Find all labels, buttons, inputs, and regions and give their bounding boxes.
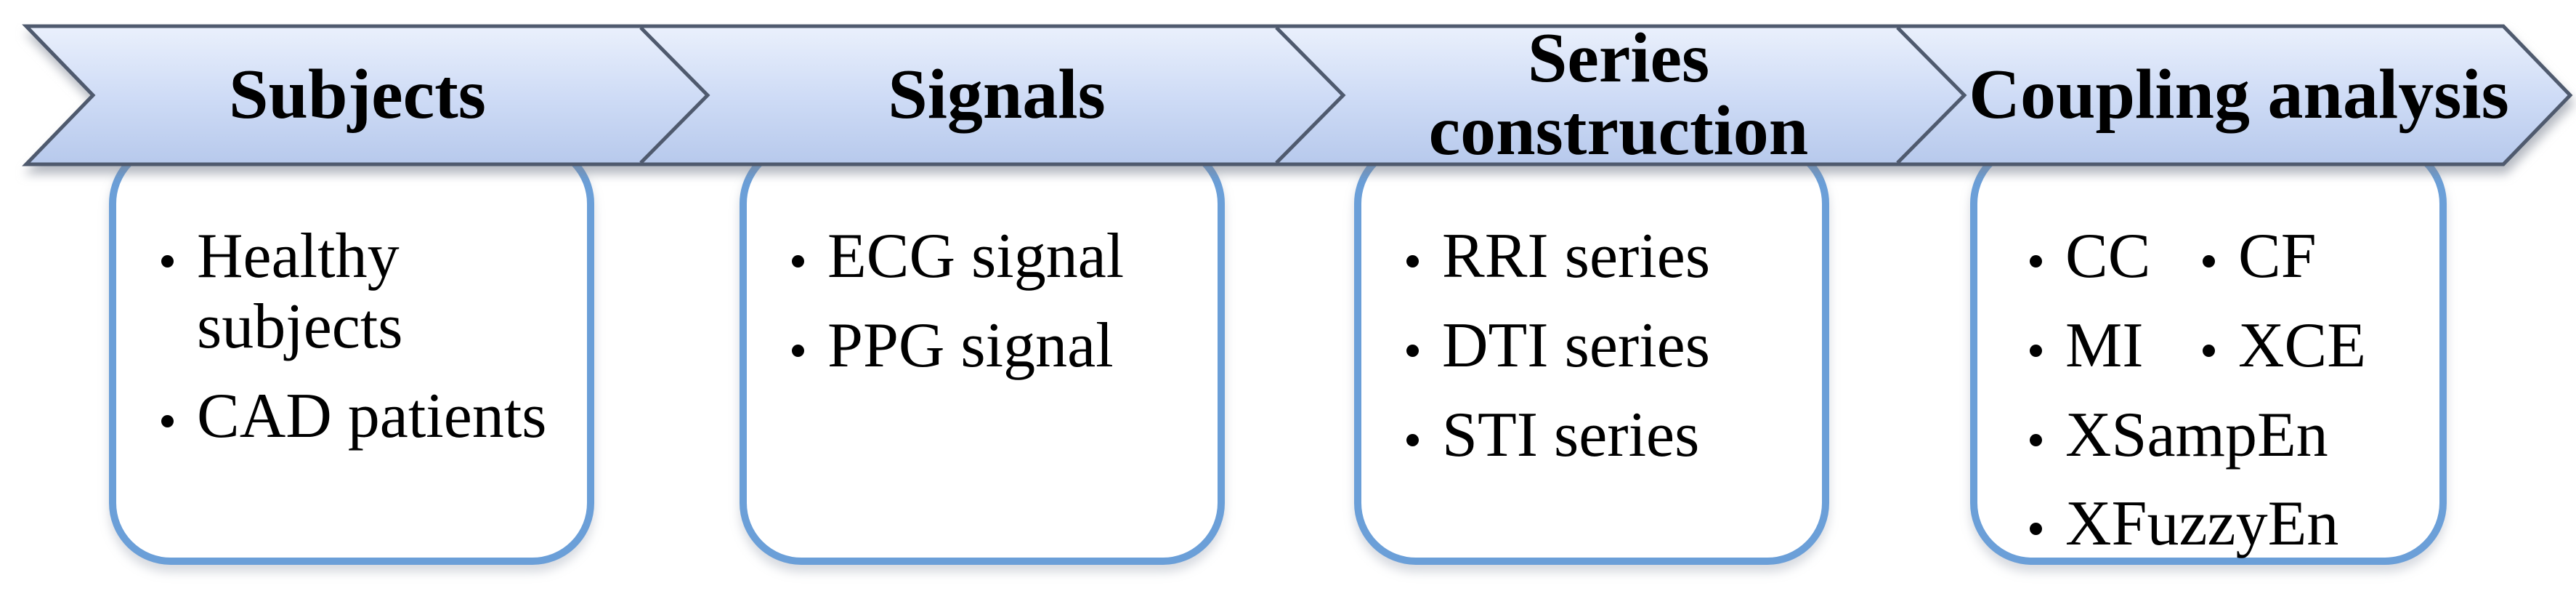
list-item-label: XFuzzyEn — [2065, 489, 2339, 560]
list-item-label: CC — [2065, 221, 2151, 292]
list-item-label: Healthy subjects — [197, 221, 403, 362]
bullet-dot-icon — [792, 344, 804, 357]
list-item: XSampEn — [2025, 399, 2422, 471]
list-item: Healthy subjects — [157, 221, 570, 363]
bullet-dot-icon — [2030, 433, 2042, 446]
bullet-dot-icon — [792, 255, 804, 268]
list-item-label: PPG signal — [827, 310, 1114, 381]
list-item: STI series — [1402, 399, 1805, 471]
bullet-list-series-construction: RRI series DTI series STI series — [1361, 149, 1822, 485]
list-item-label: CAD patients — [197, 380, 547, 451]
bullet-dot-icon — [1406, 344, 1419, 357]
stage-box-coupling-analysis: CC CF MI XCE XSampEn XFuzzyEn — [1970, 142, 2447, 565]
list-item: CC — [2025, 221, 2198, 292]
list-item: MI — [2025, 310, 2198, 382]
list-item: ECG signal — [787, 221, 1200, 292]
list-item-label: XSampEn — [2065, 399, 2328, 470]
list-item-label: CF — [2238, 221, 2317, 292]
list-item-label: RRI series — [1442, 221, 1711, 292]
list-item-label: MI — [2065, 310, 2144, 381]
list-item: RRI series — [1402, 221, 1805, 292]
stage-box-series-construction: RRI series DTI series STI series — [1354, 142, 1829, 565]
list-item-label: STI series — [1442, 399, 1700, 470]
list-item: CAD patients — [157, 380, 570, 452]
list-item-label: DTI series — [1442, 310, 1710, 381]
bullet-dot-icon — [1406, 433, 1419, 446]
bullet-dot-icon — [2030, 523, 2042, 536]
list-item: PPG signal — [787, 310, 1200, 382]
stage-label-series-construction: Series construction — [1428, 19, 1809, 170]
bullet-dot-icon — [2203, 344, 2215, 357]
bullet-dot-icon — [161, 255, 174, 268]
list-item: DTI series — [1402, 310, 1805, 382]
list-item: XFuzzyEn — [2025, 489, 2422, 560]
list-item: XCE — [2198, 310, 2422, 382]
stage-label-signals: Signals — [888, 55, 1106, 134]
list-item-label: ECG signal — [827, 221, 1125, 292]
bullet-list-signals: ECG signal PPG signal — [747, 149, 1218, 396]
bullet-list-subjects: Healthy subjects CAD patients — [116, 149, 587, 466]
bullet-dot-icon — [161, 414, 174, 427]
stage-box-signals: ECG signal PPG signal — [740, 142, 1225, 565]
stage-label-coupling-analysis: Coupling analysis — [1969, 55, 2509, 134]
stage-label-subjects: Subjects — [229, 55, 486, 134]
bullet-dot-icon — [2030, 344, 2042, 357]
bullet-dot-icon — [1406, 255, 1419, 268]
bullet-dot-icon — [2203, 255, 2215, 268]
list-item: CF — [2198, 221, 2422, 292]
bullet-list-coupling-analysis: CC CF MI XCE XSampEn XFuzzyEn — [1977, 149, 2439, 574]
bullet-dot-icon — [2030, 255, 2042, 268]
list-item-label: XCE — [2238, 310, 2366, 381]
stage-box-subjects: Healthy subjects CAD patients — [109, 142, 594, 565]
